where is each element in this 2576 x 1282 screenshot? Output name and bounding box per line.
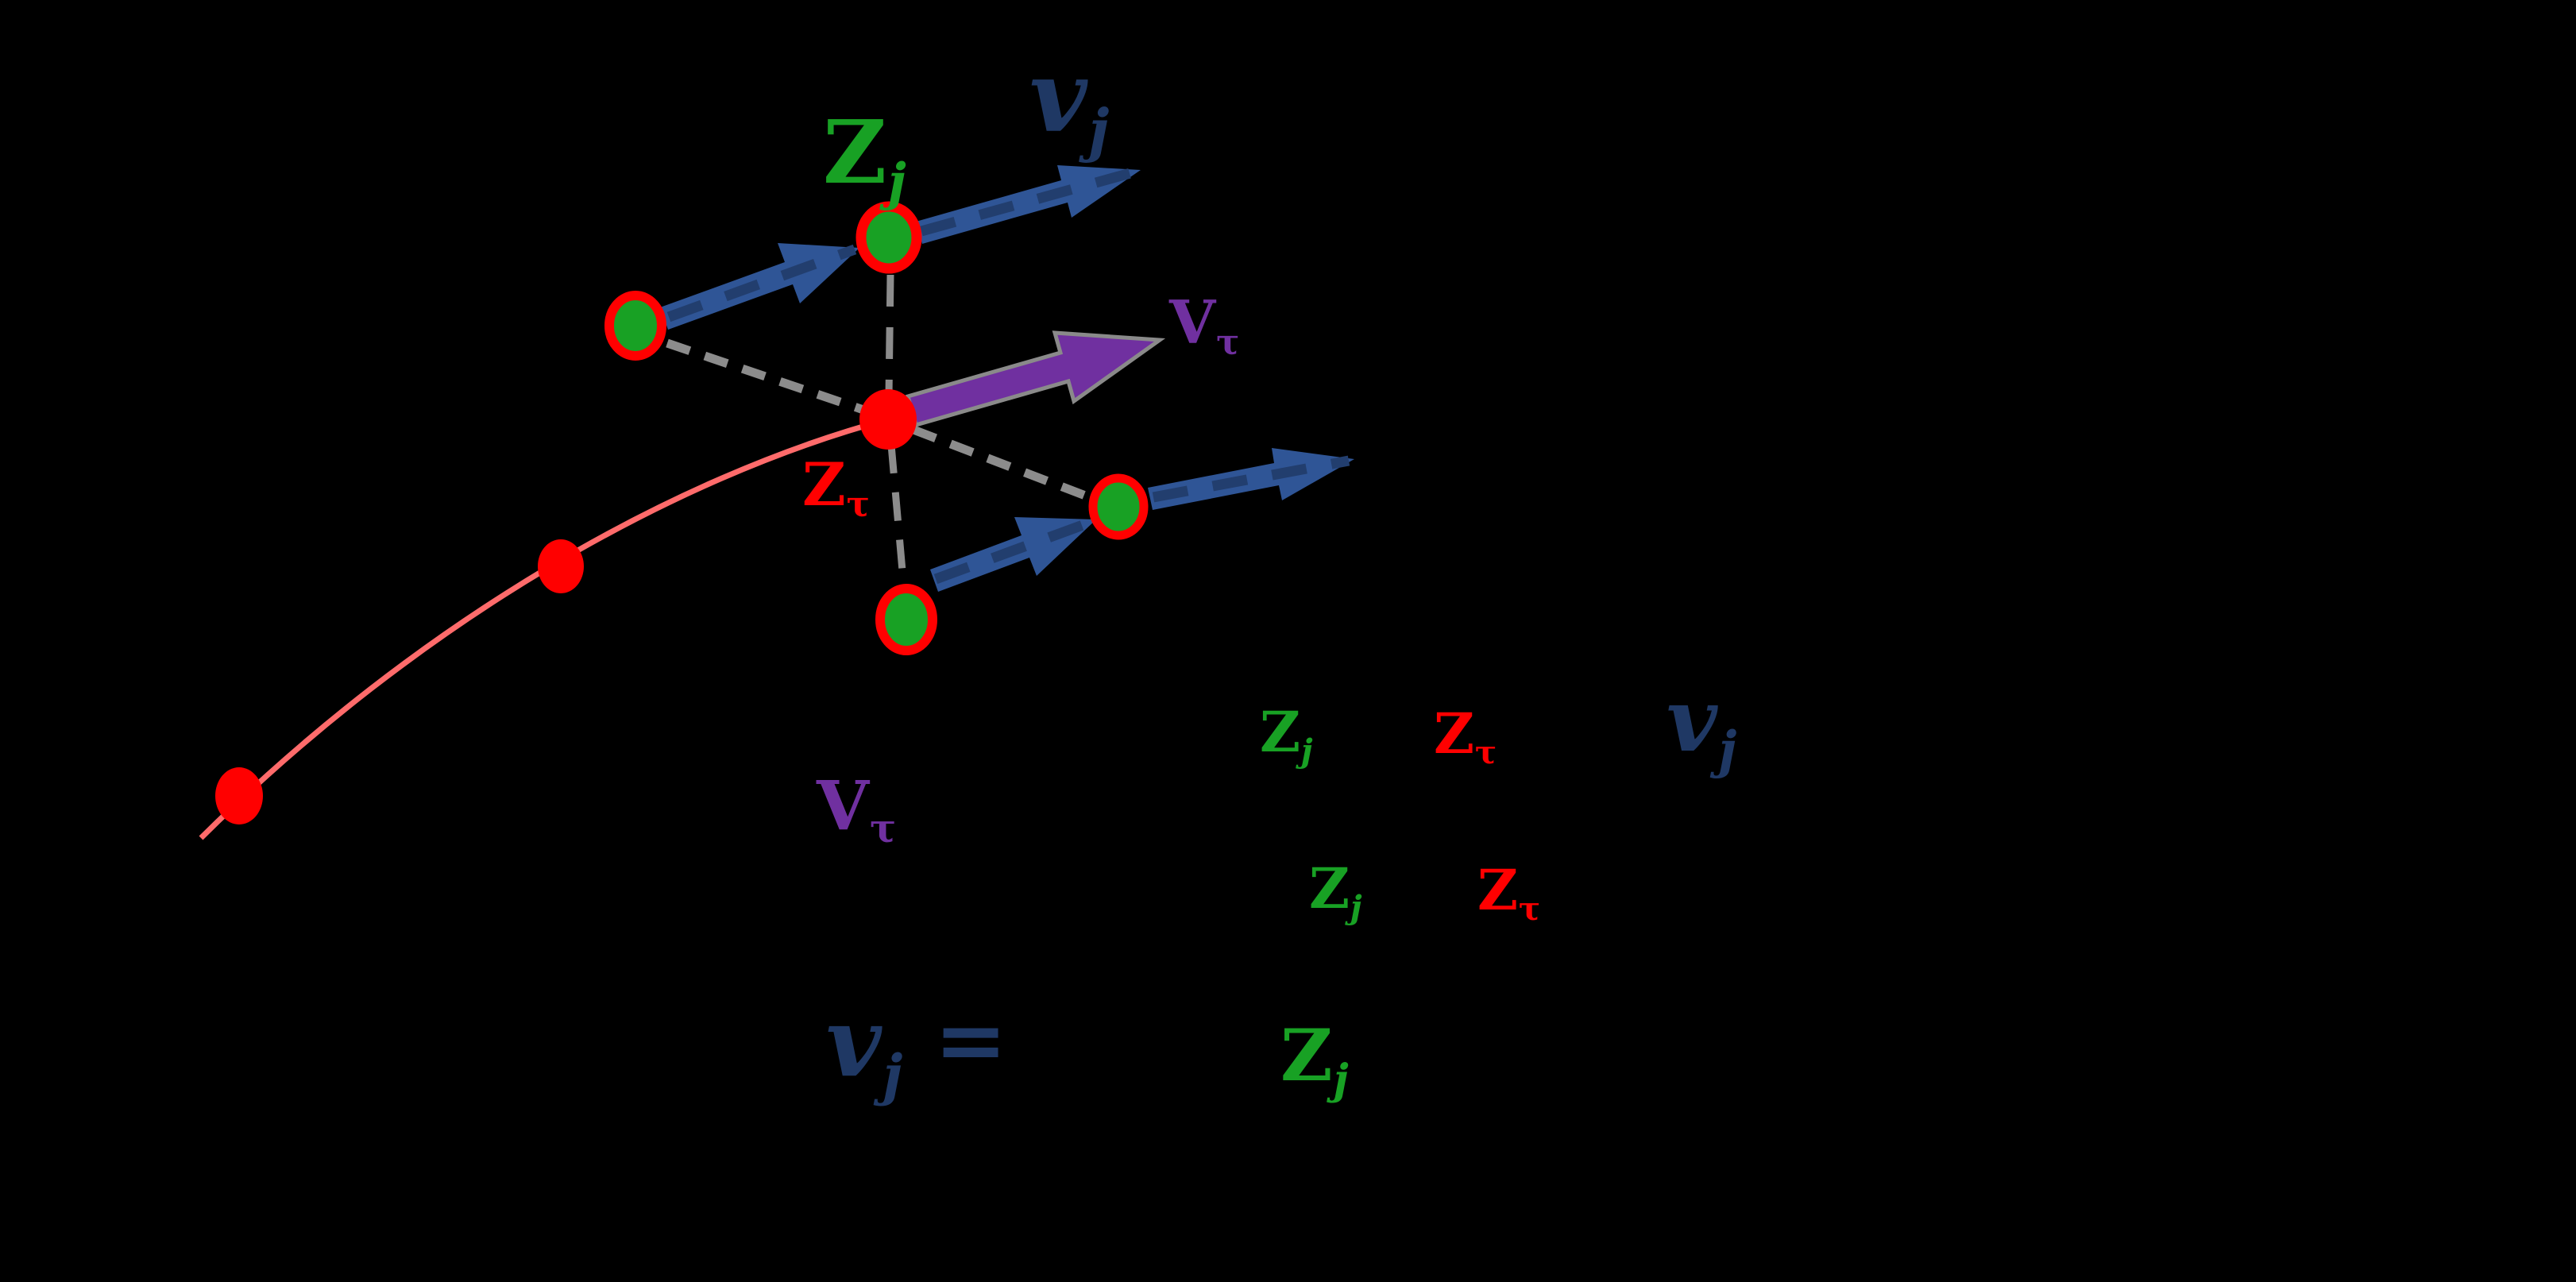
label-node-zj: Zj <box>823 101 906 213</box>
connector-ztau-to-bottom <box>887 444 907 581</box>
node-right-zj <box>1088 473 1149 540</box>
node-bottom-zj <box>875 584 937 655</box>
equation-num-vj: vj <box>1666 669 1737 781</box>
node-top-zj <box>855 201 922 274</box>
equation-line2-equals: = <box>934 988 1008 1091</box>
trajectory-sample-dot-1 <box>215 767 263 824</box>
equation-num-zj: Zj <box>1260 699 1313 770</box>
node-ztau <box>859 389 917 450</box>
equation-den-zj: Zj <box>1309 855 1362 927</box>
equation-line2-zj: Zj <box>1280 1014 1349 1105</box>
velocity-arrow-top <box>916 165 1141 244</box>
velocity-arrow-left <box>660 243 859 330</box>
label-node-ztau: Zτ <box>802 450 870 526</box>
node-left-zj <box>604 291 666 361</box>
label-vec-vtau: Vτ <box>1169 288 1240 364</box>
equation-den-ztau: Zτ <box>1477 857 1541 929</box>
velocity-arrow-right-dash <box>1152 455 1350 503</box>
trajectory-sample-dot-2 <box>538 539 584 593</box>
velocity-arrow-top-dash <box>920 166 1137 237</box>
connector-top-to-ztau <box>885 274 894 396</box>
connector-ztau-to-right <box>912 425 1099 505</box>
velocity-arrow-bottom-dash <box>933 516 1094 585</box>
vtau-arrow <box>905 330 1166 428</box>
connector-left-to-ztau <box>666 338 867 415</box>
equation-line2-vj: vj <box>826 987 903 1107</box>
label-vec-vj: vj <box>1029 39 1110 164</box>
equation-lhs-vtau: Vτ <box>817 766 897 852</box>
velocity-arrow-left-dash <box>666 244 857 322</box>
equation-num-ztau: Zτ <box>1434 701 1497 772</box>
velocity-arrow-right <box>1148 448 1354 510</box>
trajectory-curve <box>199 416 889 840</box>
